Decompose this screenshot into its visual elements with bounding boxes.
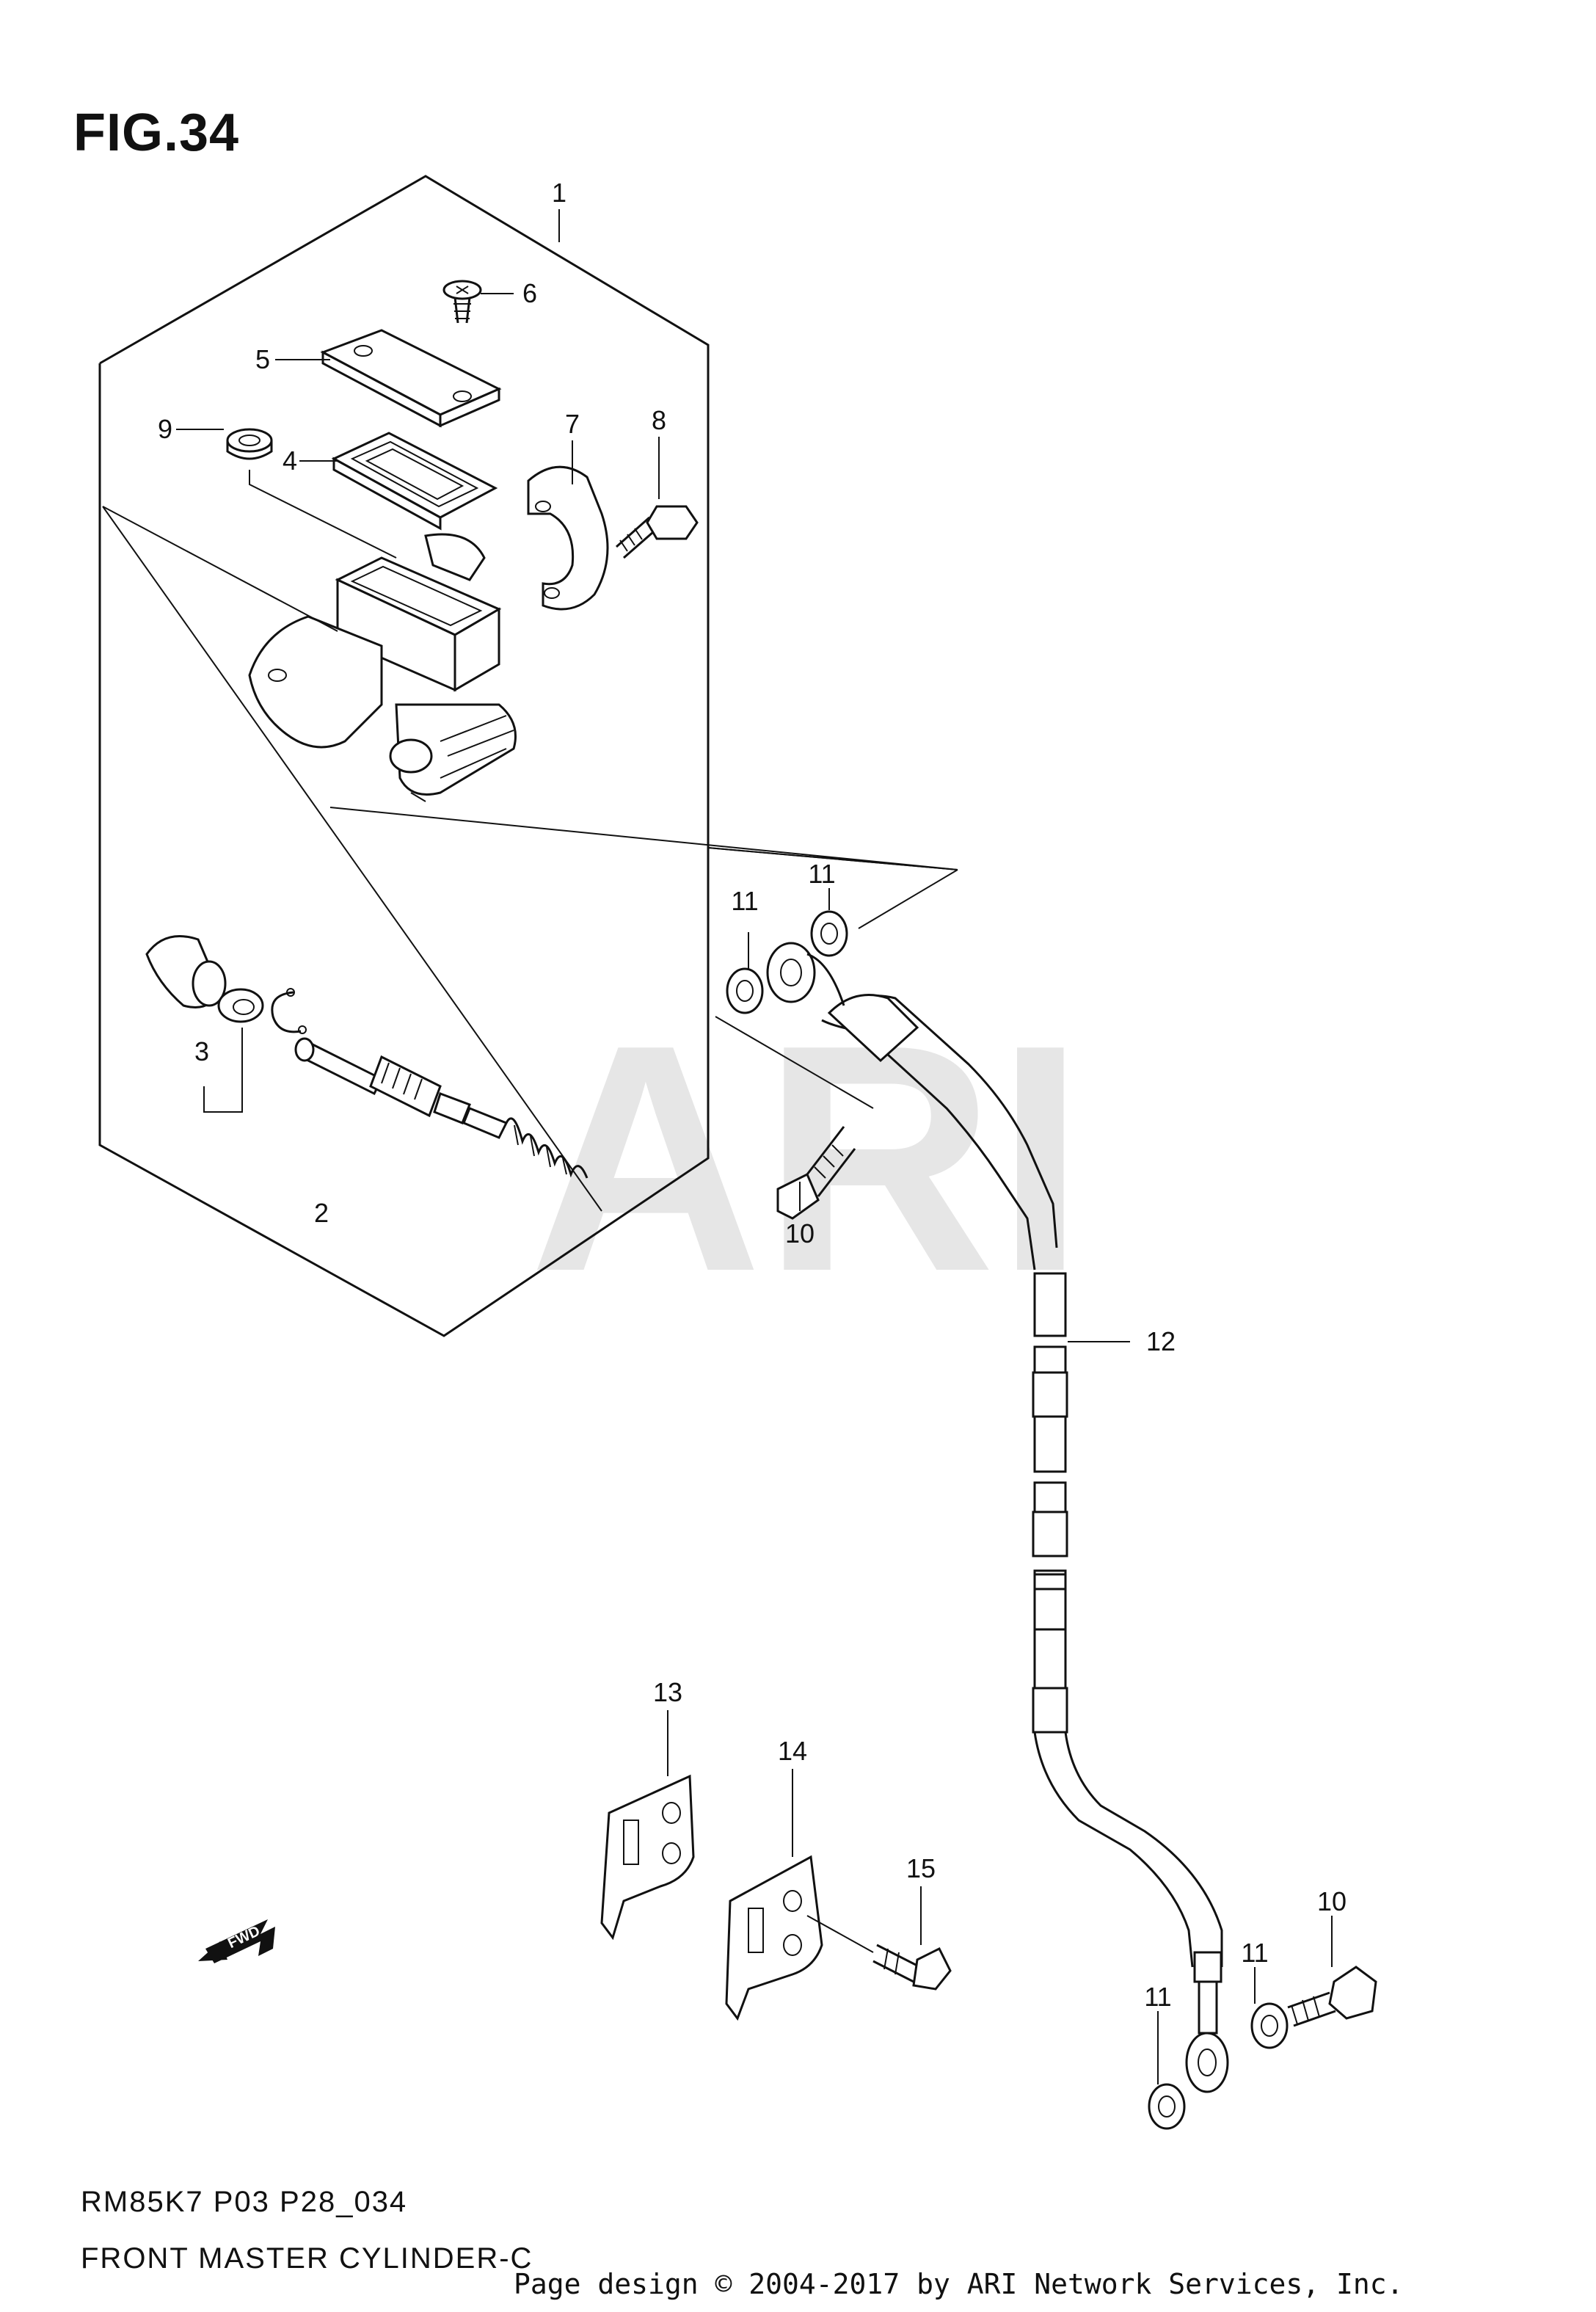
- part-13-hose-guide: [600, 1774, 695, 1941]
- banjo-fitting-top: [766, 942, 845, 1006]
- callout-5: 5: [255, 344, 270, 374]
- callout-15: 15: [906, 1853, 936, 1883]
- part-11-washer-a: [810, 910, 848, 957]
- callout-3: 3: [194, 1036, 209, 1066]
- part-14-hose-guide: [725, 1855, 823, 2021]
- part-15-bolt: [806, 1915, 952, 1991]
- copyright-notice: Page design © 2004-2017 by ARI Network S…: [514, 2268, 1404, 2300]
- part-4-gasket: [331, 432, 498, 531]
- callout-11-a: 11: [731, 886, 758, 916]
- model-code: RM85K7 P03 P28_034: [81, 2186, 408, 2218]
- callout-10-top: 10: [785, 1218, 815, 1248]
- part-2-circlip: [271, 988, 307, 1034]
- part-assembly-name: FRONT MASTER CYLINDER-C: [81, 2242, 533, 2275]
- assembly-wedge-lower: [102, 506, 602, 1212]
- part-2-piston: [294, 1037, 509, 1139]
- part-10-union-bolt-bottom: [1287, 1966, 1377, 2027]
- watermark-text: ARI: [529, 978, 1085, 1339]
- part-10-top-leader-line: [715, 1016, 874, 1109]
- callout-8: 8: [652, 405, 666, 435]
- callout-6: 6: [522, 278, 537, 308]
- callout-14: 14: [778, 1736, 807, 1766]
- outlet-wedge: [329, 807, 958, 870]
- callout-7: 7: [565, 409, 580, 439]
- part-5-cap-plate: [320, 329, 502, 428]
- forward-arrow-icon: FWD: [198, 1919, 275, 1963]
- part-8-bolt: [616, 505, 699, 559]
- assembly-outline: [98, 175, 710, 1337]
- callout-11-c: 11: [1241, 1938, 1268, 1968]
- part-2-kit-bracket: [203, 1028, 243, 1113]
- part-11-washer-c: [1148, 2083, 1186, 2130]
- callout-4: 4: [283, 446, 297, 476]
- callout-11-d: 11: [1144, 1982, 1171, 2012]
- part-9-leader: [249, 470, 397, 559]
- callout-2: 2: [314, 1198, 329, 1228]
- master-cylinder-body: [248, 533, 517, 802]
- outlet-wedge-b: [707, 847, 958, 870]
- callout-12: 12: [1146, 1326, 1176, 1356]
- outlet-wedge-c: [858, 869, 958, 929]
- callout-13: 13: [653, 1677, 682, 1707]
- callout-11-b: 11: [808, 859, 835, 889]
- part-2-washer: [217, 988, 264, 1023]
- part-7-clamp: [527, 465, 609, 611]
- callout-1: 1: [552, 178, 566, 208]
- part-10-union-bolt-top: [776, 1126, 856, 1220]
- assembly-wedge-upper: [102, 506, 338, 632]
- part-2-spring: [505, 1117, 589, 1179]
- part-3-boot: [145, 935, 227, 1008]
- part-9-bushing: [226, 428, 273, 460]
- part-11-washer-d: [1250, 2002, 1289, 2049]
- callout-leader-lines: [176, 209, 1333, 2084]
- callout-10-bottom: 10: [1317, 1886, 1347, 1916]
- callout-9: 9: [158, 414, 172, 444]
- figure-title: FIG.34: [73, 103, 240, 162]
- part-12-brake-hose: [821, 994, 1229, 2093]
- part-6-screw: [442, 280, 482, 324]
- part-11-washer-b: [726, 967, 764, 1014]
